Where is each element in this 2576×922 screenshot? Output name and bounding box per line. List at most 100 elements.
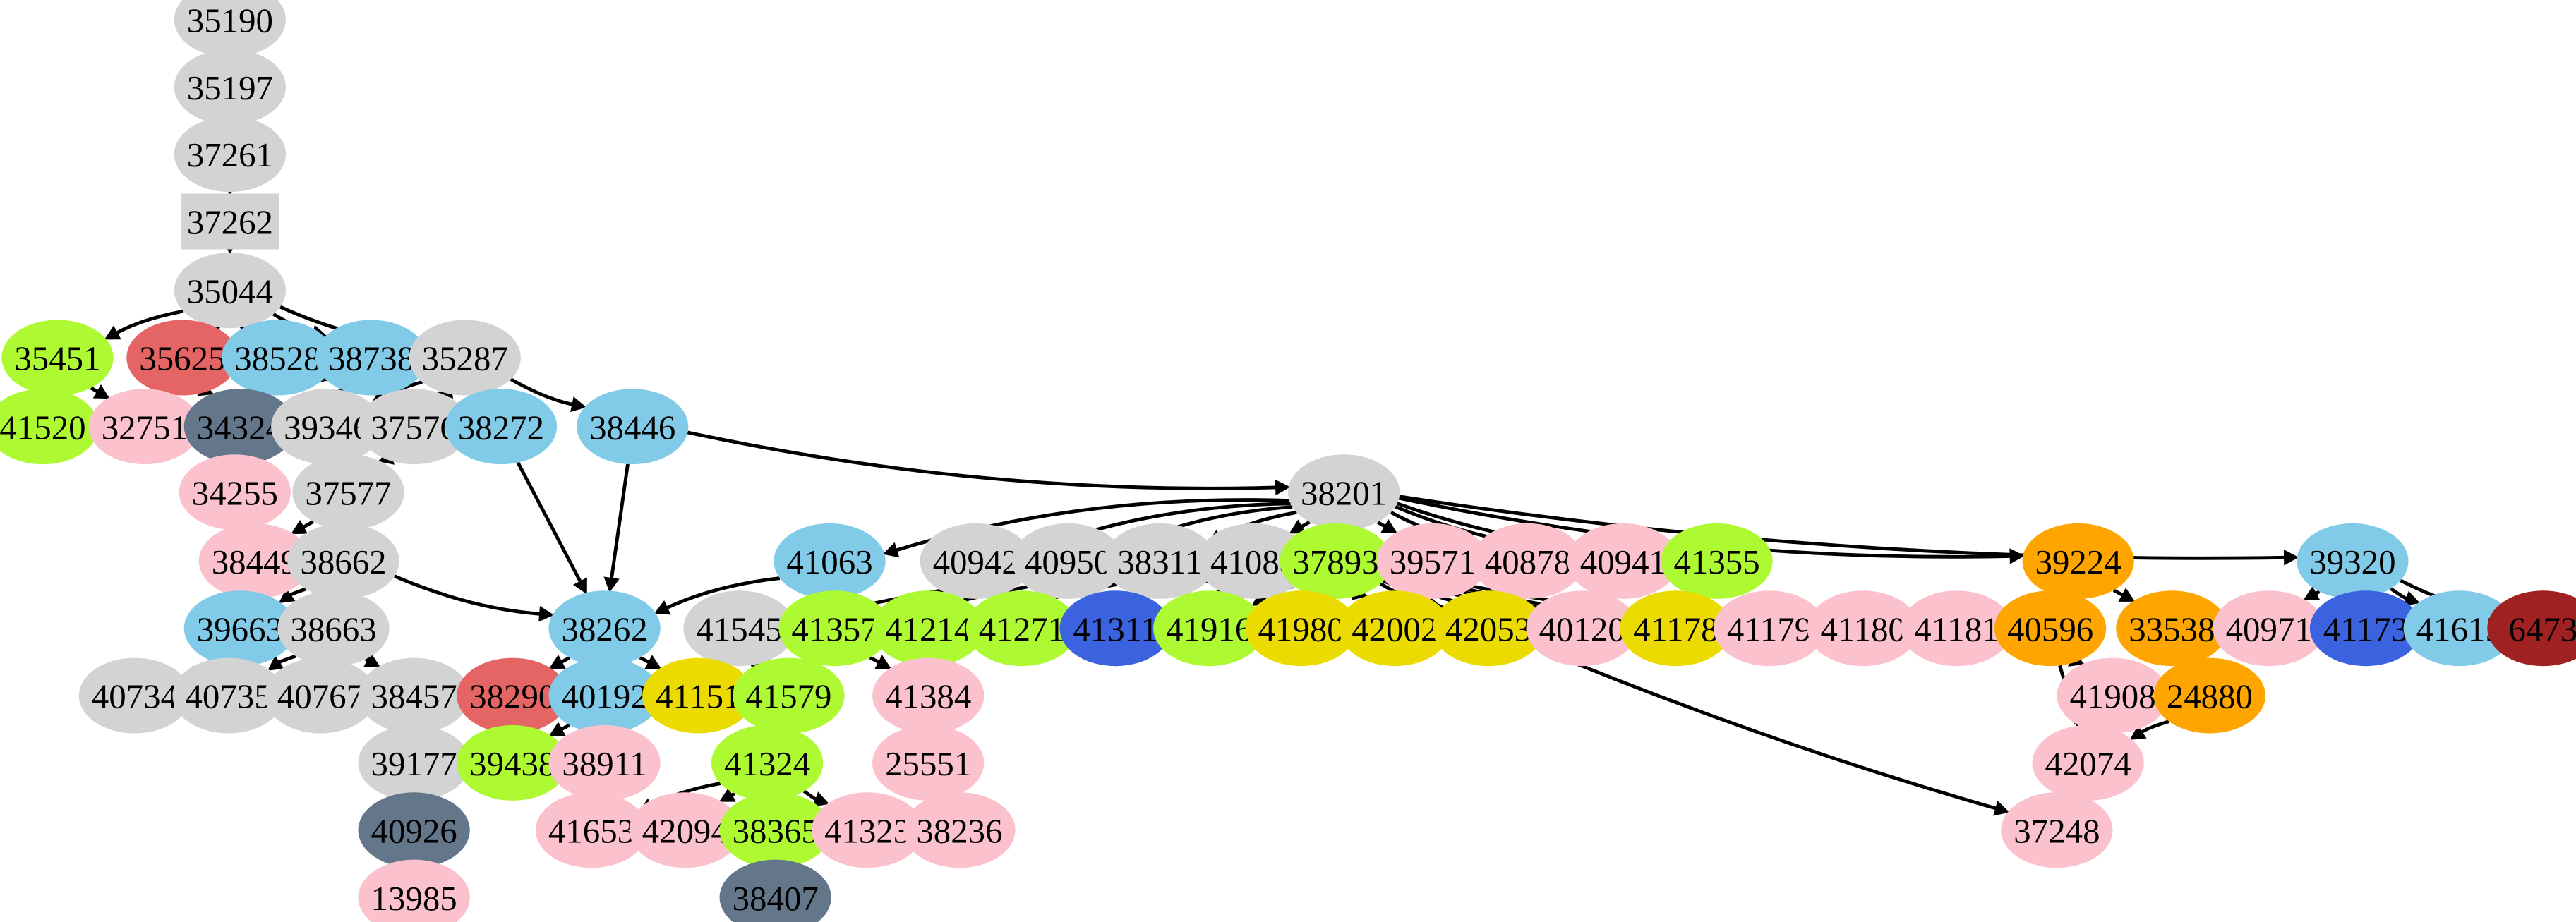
node-ellipse[interactable] — [174, 0, 287, 58]
graph-node[interactable]: 41063 — [774, 523, 886, 599]
node-ellipse[interactable] — [548, 590, 661, 667]
node-ellipse[interactable] — [778, 590, 891, 667]
graph-node[interactable]: 38663 — [277, 590, 390, 667]
node-ellipse[interactable] — [965, 590, 1078, 667]
node-ellipse[interactable] — [811, 792, 924, 868]
node-ellipse[interactable] — [126, 320, 239, 396]
graph-node[interactable]: 13985 — [358, 859, 470, 922]
node-ellipse[interactable] — [548, 724, 661, 801]
node-ellipse[interactable] — [2403, 590, 2515, 667]
node-ellipse[interactable] — [1807, 590, 1919, 667]
node-ellipse[interactable] — [872, 590, 985, 667]
graph-node[interactable]: 37262 — [181, 193, 279, 250]
graph-node[interactable]: 37248 — [2001, 792, 2113, 868]
node-ellipse[interactable] — [2032, 724, 2144, 801]
node-ellipse[interactable] — [2057, 657, 2169, 734]
node-ellipse[interactable] — [277, 590, 390, 667]
node-ellipse[interactable] — [1567, 523, 1680, 599]
graph-node[interactable]: 37577 — [292, 454, 404, 530]
node-ellipse[interactable] — [174, 253, 287, 329]
graph-node[interactable]: 38407 — [719, 859, 831, 922]
node-ellipse[interactable] — [78, 657, 191, 734]
node-ellipse[interactable] — [409, 320, 521, 396]
node-ellipse[interactable] — [198, 523, 311, 599]
graph-node[interactable]: 35451 — [1, 320, 114, 396]
graph-node[interactable]: 25551 — [872, 724, 985, 801]
graph-node[interactable]: 41545 — [683, 590, 795, 667]
node-ellipse[interactable] — [358, 859, 470, 922]
node-ellipse[interactable] — [1432, 590, 1545, 667]
node-ellipse[interactable] — [1376, 523, 1488, 599]
graph-node[interactable]: 40878 — [1471, 523, 1584, 599]
node-ellipse[interactable] — [535, 792, 648, 868]
node-ellipse[interactable] — [264, 657, 377, 734]
graph-node[interactable]: 41384 — [872, 657, 985, 734]
graph-node[interactable]: 38911 — [548, 724, 661, 801]
node-ellipse[interactable] — [1526, 590, 1638, 667]
graph-node[interactable]: 41355 — [1661, 523, 1773, 599]
graph-node[interactable]: 33538 — [2116, 590, 2228, 667]
node-ellipse[interactable] — [719, 859, 831, 922]
node-ellipse[interactable] — [1, 320, 114, 396]
node-ellipse[interactable] — [358, 389, 470, 465]
node-ellipse[interactable] — [358, 724, 470, 801]
node-ellipse[interactable] — [577, 389, 689, 465]
graph-node[interactable]: 41579 — [733, 657, 845, 734]
node-ellipse[interactable] — [1104, 523, 1216, 599]
graph-node[interactable]: 38272 — [445, 389, 558, 465]
node-ellipse[interactable] — [2001, 792, 2113, 868]
graph-node[interactable]: 38262 — [548, 590, 661, 667]
graph-node[interactable]: 40596 — [1994, 590, 2107, 667]
graph-node[interactable]: 39177 — [358, 724, 470, 801]
graph-node[interactable]: 39320 — [2297, 523, 2409, 599]
node-ellipse[interactable] — [172, 657, 284, 734]
node-ellipse[interactable] — [222, 320, 334, 396]
graph-node[interactable]: 35044 — [174, 253, 287, 329]
node-ellipse[interactable] — [457, 724, 569, 801]
graph-node[interactable]: 37893 — [1280, 523, 1392, 599]
node-ellipse[interactable] — [271, 389, 383, 465]
node-ellipse[interactable] — [1011, 523, 1124, 599]
graph-node[interactable]: 41520 — [0, 389, 99, 465]
graph-node[interactable]: 6473 — [2487, 590, 2576, 667]
node-ellipse[interactable] — [2116, 590, 2228, 667]
node-ellipse[interactable] — [183, 389, 296, 465]
node-ellipse[interactable] — [2213, 590, 2325, 667]
node-ellipse[interactable] — [2487, 590, 2576, 667]
graph-node[interactable]: 40971 — [2213, 590, 2325, 667]
graph-node[interactable]: 39571 — [1376, 523, 1488, 599]
node-ellipse[interactable] — [774, 523, 886, 599]
node-ellipse[interactable] — [1197, 523, 1310, 599]
graph-node[interactable]: 32751 — [88, 389, 200, 465]
node-ellipse[interactable] — [1994, 590, 2107, 667]
graph-node[interactable]: 42074 — [2032, 724, 2144, 801]
node-ellipse[interactable] — [0, 389, 99, 465]
graph-node[interactable]: 41324 — [711, 724, 824, 801]
node-ellipse[interactable] — [683, 590, 795, 667]
graph-node[interactable]: 38446 — [577, 389, 689, 465]
node-ellipse[interactable] — [903, 792, 1016, 868]
graph-node[interactable]: 38236 — [903, 792, 1016, 868]
graph-node[interactable]: 40926 — [358, 792, 470, 868]
graph-node[interactable]: 35197 — [174, 49, 287, 125]
node-ellipse[interactable] — [1713, 590, 1826, 667]
node-ellipse[interactable] — [872, 724, 985, 801]
node-ellipse[interactable] — [183, 590, 296, 667]
node-ellipse[interactable] — [358, 792, 470, 868]
node-ellipse[interactable] — [1620, 590, 1732, 667]
node-ellipse[interactable] — [629, 792, 741, 868]
node-ellipse[interactable] — [315, 320, 428, 396]
node-ellipse[interactable] — [920, 523, 1032, 599]
node-ellipse[interactable] — [719, 792, 831, 868]
node-ellipse[interactable] — [1059, 590, 1172, 667]
graph-node[interactable]: 34255 — [179, 454, 291, 530]
graph-node[interactable]: 41908 — [2057, 657, 2169, 734]
graph-node[interactable]: 38457 — [358, 657, 470, 734]
node-ellipse[interactable] — [1901, 590, 2013, 667]
graph-node[interactable]: 37261 — [174, 116, 287, 193]
node-ellipse[interactable] — [2153, 657, 2266, 734]
node-ellipse[interactable] — [287, 523, 399, 599]
node-ellipse[interactable] — [2297, 523, 2409, 599]
node-ellipse[interactable] — [1661, 523, 1773, 599]
node-ellipse[interactable] — [1153, 590, 1265, 667]
